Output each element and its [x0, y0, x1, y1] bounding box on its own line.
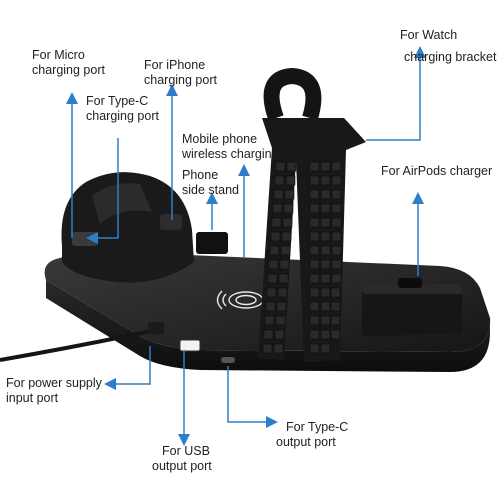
label-power-input: For power supply input port	[6, 376, 102, 405]
label-micro-port: For Micro charging port	[32, 48, 105, 77]
label-airpods-charger: For AirPods charger	[381, 164, 493, 178]
phone-dock-dome	[61, 172, 194, 283]
label-watch-bracket: For Watch charging bracket	[400, 28, 497, 64]
type-c-port	[221, 357, 235, 363]
callout-arrows	[66, 46, 426, 446]
label-typec-output: For Type-C output port	[276, 420, 349, 449]
watch-charging-tower	[258, 67, 366, 362]
label-usb-output: For USB output port	[152, 444, 212, 473]
usb-port	[179, 339, 201, 352]
label-side-stand: Phone side stand	[182, 168, 239, 197]
power-cable	[0, 328, 157, 362]
label-typec-port: For Type-C charging port	[86, 94, 159, 123]
airpods-charger	[362, 278, 462, 336]
phone-side-stand	[196, 232, 228, 254]
label-iphone-port: For iPhone charging port	[144, 58, 217, 87]
label-wireless-charging: Mobile phone wireless charging	[182, 132, 279, 161]
